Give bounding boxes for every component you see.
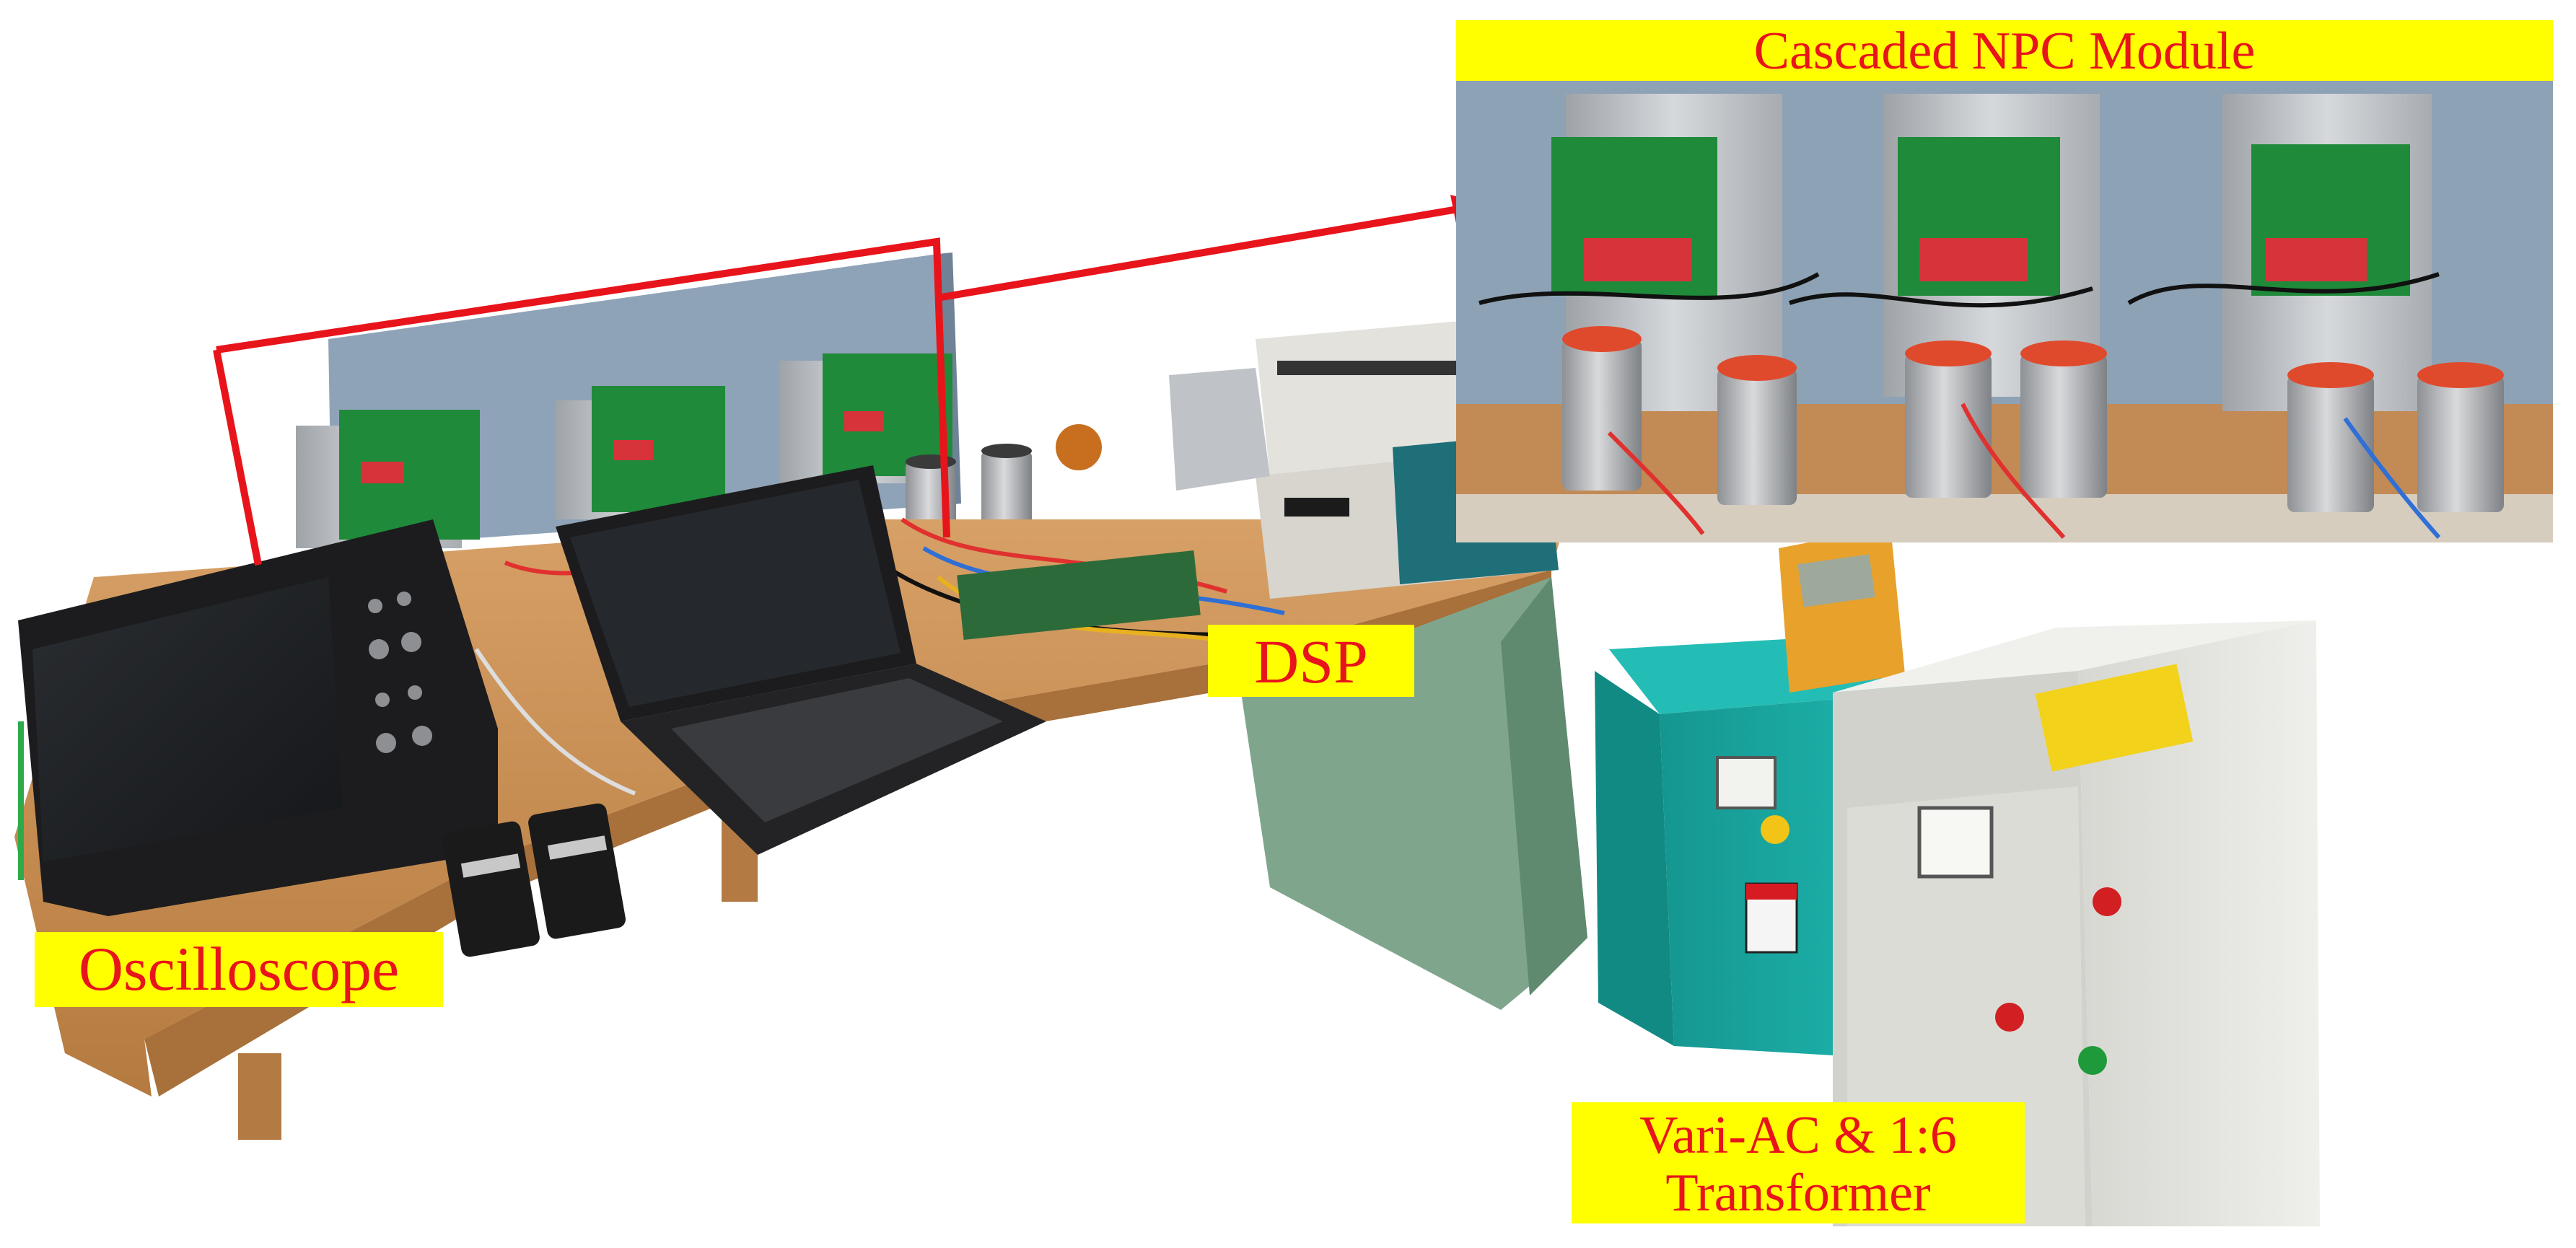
start-button xyxy=(2078,1046,2107,1075)
current-probes xyxy=(442,803,626,957)
bench-inverter-module-2 xyxy=(556,386,725,519)
dsp-board xyxy=(957,550,1201,641)
npc-capacitors xyxy=(1562,326,2504,512)
transformer-lamp xyxy=(2093,887,2121,916)
transformer-meter xyxy=(1917,806,1994,879)
label-oscilloscope: Oscilloscope xyxy=(35,932,443,1007)
table-leg-1 xyxy=(238,1053,281,1140)
multimeter xyxy=(1779,527,1905,693)
bench-scene xyxy=(14,195,2320,1226)
variac-meter xyxy=(1716,756,1777,809)
stop-button xyxy=(1995,1003,2024,1032)
npc-wiring xyxy=(1478,272,2441,539)
label-dsp: DSP xyxy=(1208,625,1414,697)
npc-module-3 xyxy=(2222,94,2432,411)
warning-sign-icon xyxy=(2035,664,2194,772)
label-vari-ac-transformer: Vari-AC & 1:6 Transformer xyxy=(1572,1102,2025,1223)
oscilloscope-device xyxy=(18,519,498,916)
highlight-frame xyxy=(216,237,950,538)
arrow-right-icon xyxy=(941,195,1483,301)
label-vari-ac-line1: Vari-AC & 1:6 xyxy=(1639,1106,1957,1165)
laptop xyxy=(556,465,1046,855)
variac-lamp xyxy=(1761,815,1789,844)
oscilloscope-screen xyxy=(32,577,343,862)
laptop-screen xyxy=(570,480,901,707)
label-cascaded-npc-module: Cascaded NPC Module xyxy=(1456,20,2553,81)
npc-module-inset-photo xyxy=(1456,81,2553,542)
label-vari-ac-line2: Transformer xyxy=(1665,1164,1931,1223)
bench-inverter-module-1 xyxy=(296,410,480,548)
